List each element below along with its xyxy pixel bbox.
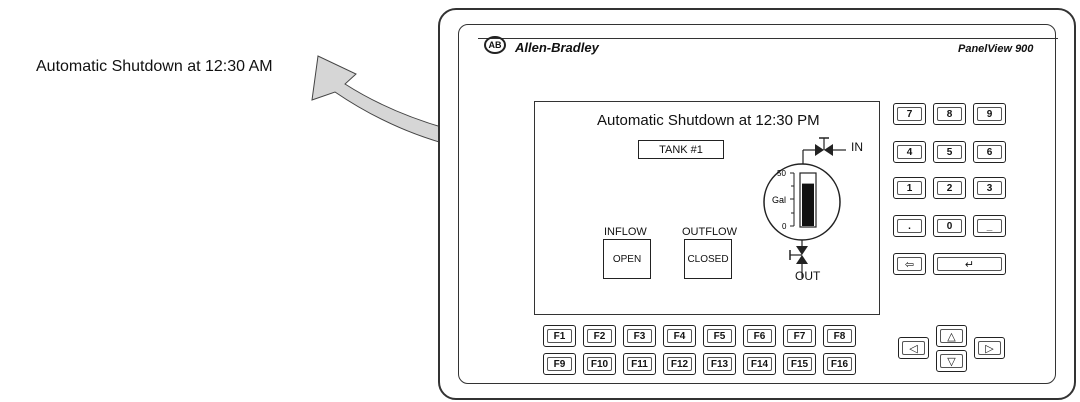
key-0[interactable]: 0 [933, 215, 966, 237]
inflow-button[interactable]: OPEN [603, 239, 651, 279]
inlet-valve-icon [815, 137, 833, 156]
down-arrow-key[interactable]: ▽ [936, 350, 967, 372]
out-label: OUT [795, 269, 821, 283]
key-6[interactable]: 6 [973, 141, 1006, 163]
function-key-f7[interactable]: F7 [783, 325, 816, 347]
function-key-f5[interactable]: F5 [703, 325, 736, 347]
function-key-f8[interactable]: F8 [823, 325, 856, 347]
function-key-f10[interactable]: F10 [583, 353, 616, 375]
up-arrow-key[interactable]: △ [936, 325, 967, 347]
outlet-valve-icon [789, 246, 808, 264]
function-key-f2[interactable]: F2 [583, 325, 616, 347]
key-8[interactable]: 8 [933, 103, 966, 125]
tank-gauge: 50 Gal 0 [763, 137, 846, 278]
in-label: IN [851, 140, 863, 154]
screen-title: Automatic Shutdown at 12:30 PM [597, 112, 820, 129]
key-7[interactable]: 7 [893, 103, 926, 125]
inflow-label: INFLOW [604, 226, 647, 238]
function-key-f4[interactable]: F4 [663, 325, 696, 347]
function-key-f9[interactable]: F9 [543, 353, 576, 375]
function-key-f16[interactable]: F16 [823, 353, 856, 375]
key-9[interactable]: 9 [973, 103, 1006, 125]
right-arrow-key[interactable]: ▷ [974, 337, 1005, 359]
function-key-f12[interactable]: F12 [663, 353, 696, 375]
outflow-button[interactable]: CLOSED [684, 239, 732, 279]
key-2[interactable]: 2 [933, 177, 966, 199]
function-key-f3[interactable]: F3 [623, 325, 656, 347]
terminal-faceplate [458, 24, 1056, 384]
function-key-f13[interactable]: F13 [703, 353, 736, 375]
model-name: PanelView 900 [958, 43, 1034, 55]
gauge-max-label: 50 [777, 169, 786, 178]
key-5[interactable]: 5 [933, 141, 966, 163]
key-4[interactable]: 4 [893, 141, 926, 163]
enter-key[interactable]: ↵ [933, 253, 1006, 275]
brand-name: Allen-Bradley [515, 40, 599, 55]
left-arrow-key[interactable]: ◁ [898, 337, 929, 359]
key-minus[interactable]: _ [973, 215, 1006, 237]
key-1[interactable]: 1 [893, 177, 926, 199]
callout-text: Automatic Shutdown at 12:30 AM [36, 58, 273, 75]
brand-divider [478, 38, 1058, 39]
gauge-unit-label: Gal [772, 195, 786, 205]
key-3[interactable]: 3 [973, 177, 1006, 199]
function-key-f1[interactable]: F1 [543, 325, 576, 347]
function-key-f15[interactable]: F15 [783, 353, 816, 375]
tank-label: TANK #1 [638, 140, 724, 159]
function-key-f14[interactable]: F14 [743, 353, 776, 375]
ab-logo-icon: AB [484, 36, 506, 54]
function-key-f6[interactable]: F6 [743, 325, 776, 347]
gauge-min-label: 0 [782, 222, 787, 231]
outflow-label: OUTFLOW [682, 226, 737, 238]
backspace-key[interactable]: ⇦ [893, 253, 926, 275]
tank-level-bar [802, 183, 814, 226]
function-key-f11[interactable]: F11 [623, 353, 656, 375]
key-decimal[interactable]: . [893, 215, 926, 237]
